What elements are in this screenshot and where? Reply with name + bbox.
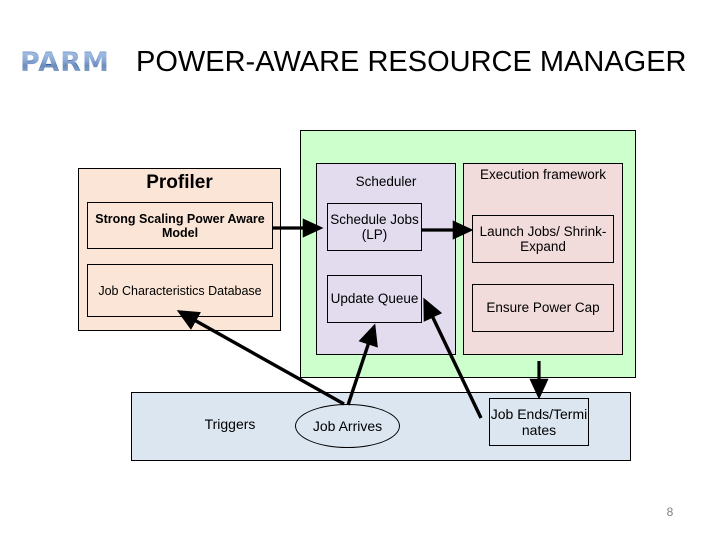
update-queue-node: Update Queue [327,275,422,323]
parm-logo: PARM [20,47,110,78]
ensure-power-cap-node: Ensure Power Cap [472,284,614,332]
profiler-title: Profiler [146,172,213,193]
execution-framework-title: Execution framework [479,167,607,182]
triggers-label: Triggers [204,416,256,432]
slide-header: PARM POWER-AWARE RESOURCE MANAGER [0,46,720,92]
job-characteristics-database-node: Job Characteristics Database [87,264,273,317]
job-ends-terminates-label: Job Ends/Terminates [490,405,588,438]
schedule-jobs-lp-node: Schedule Jobs (LP) [327,203,422,251]
page-title: POWER-AWARE RESOURCE MANAGER [136,46,687,78]
strong-scaling-power-aware-model-node: Strong Scaling Power Aware Model [87,202,273,249]
job-arrives-node: Job Arrives [295,404,400,448]
job-ends-terminates-node: Job Ends/Terminates [489,398,589,446]
launch-jobs-shrink-expand-node: Launch Jobs/ Shrink-Expand [472,215,614,263]
page-number: 8 [666,505,674,519]
scheduler-container [316,163,456,355]
scheduler-title: Scheduler [355,174,417,189]
